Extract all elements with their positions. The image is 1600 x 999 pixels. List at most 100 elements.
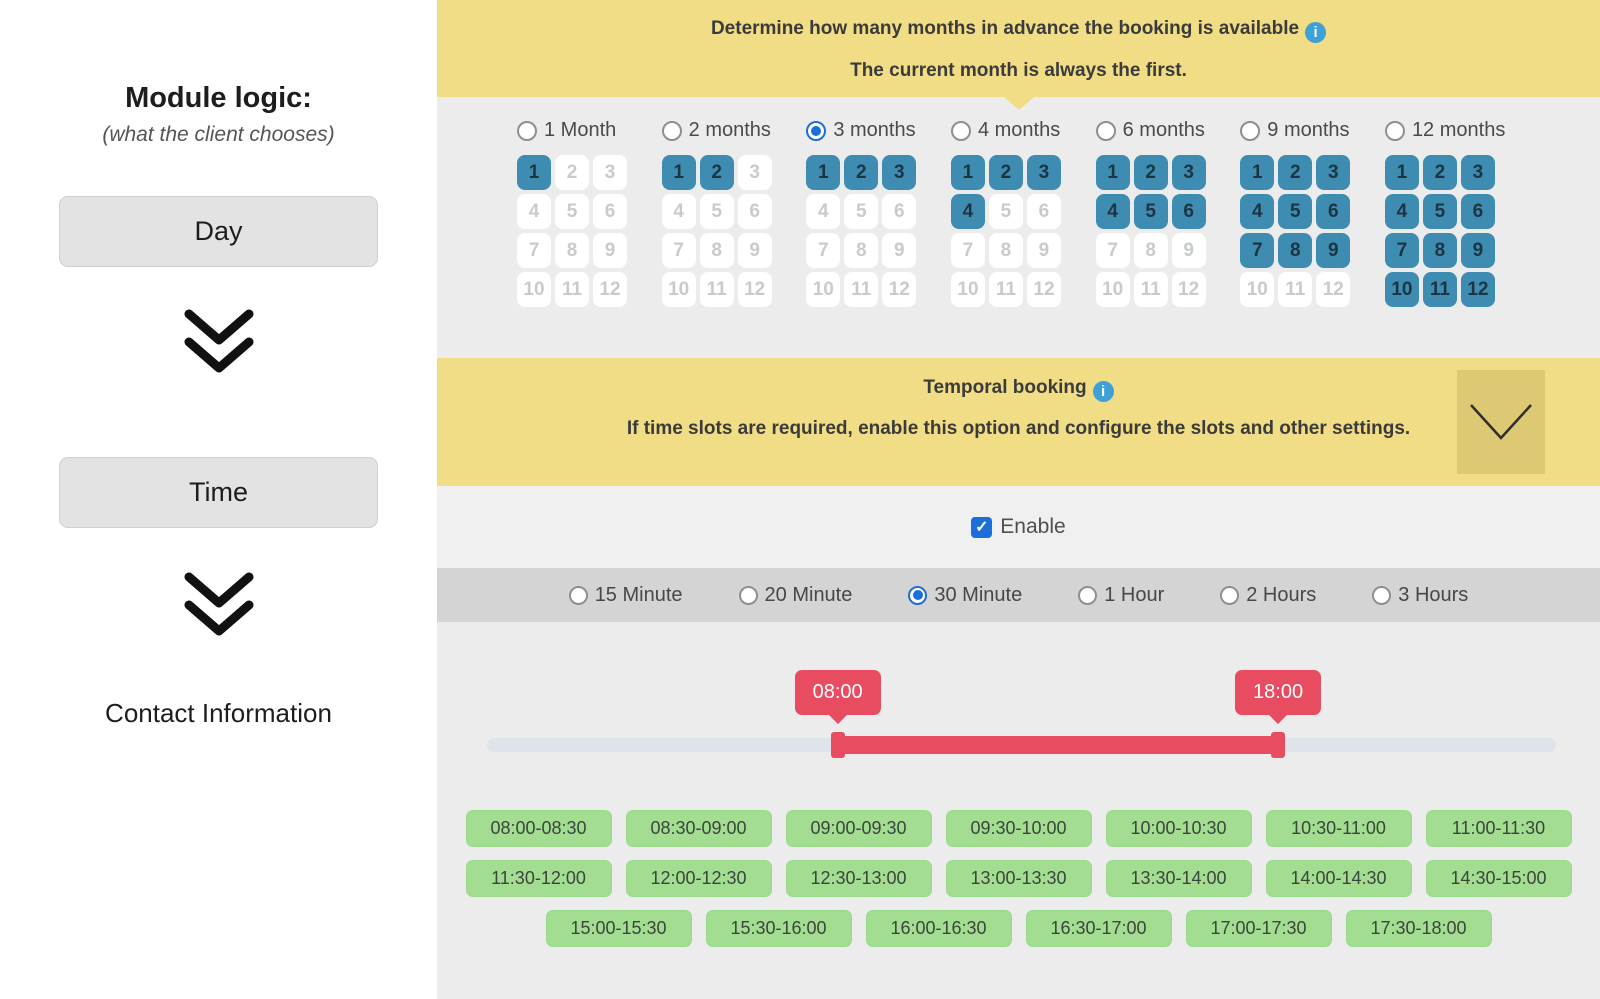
time-slot-chip[interactable]: 17:00-17:30 bbox=[1185, 910, 1332, 947]
month-option-3[interactable]: 3 months bbox=[806, 119, 918, 142]
time-slot-chip[interactable]: 14:30-15:00 bbox=[1425, 860, 1572, 897]
duration-option-15-minute[interactable]: 15 Minute bbox=[568, 584, 683, 607]
calendar-cell: 1 bbox=[661, 155, 696, 190]
booking-settings-content: Determine how many months in advance the… bbox=[437, 0, 1600, 999]
calendar-cell: 6 bbox=[882, 194, 917, 229]
calendar-cell: 5 bbox=[844, 194, 879, 229]
calendar-cell: 11 bbox=[1422, 272, 1457, 307]
calendar-cell: 12 bbox=[1026, 272, 1061, 307]
slider-end-handle[interactable] bbox=[1271, 732, 1286, 758]
time-slot-chip[interactable]: 16:00-16:30 bbox=[865, 910, 1012, 947]
calendar-cell: 4 bbox=[1095, 194, 1130, 229]
calendar-cell: 10 bbox=[517, 272, 551, 307]
time-slot-chip[interactable]: 10:00-10:30 bbox=[1105, 810, 1252, 847]
time-slot-chip[interactable]: 09:30-10:00 bbox=[945, 810, 1092, 847]
time-slot-chip[interactable]: 08:30-09:00 bbox=[625, 810, 772, 847]
time-slot-chip[interactable]: 13:30-14:00 bbox=[1105, 860, 1252, 897]
duration-option-3-hours-label: 3 Hours bbox=[1398, 583, 1469, 606]
calendar-cell: 9 bbox=[593, 233, 627, 268]
radio-icon bbox=[908, 585, 928, 605]
month-option-2[interactable]: 2 months bbox=[661, 119, 774, 142]
calendar-cell: 9 bbox=[1171, 233, 1206, 268]
time-slot-chip[interactable]: 11:30-12:00 bbox=[465, 860, 612, 897]
slider-end-tooltip[interactable]: 18:00 bbox=[1235, 670, 1322, 715]
month-option-6[interactable]: 6 months bbox=[1095, 119, 1208, 142]
month-option-4[interactable]: 4 months bbox=[950, 119, 1063, 142]
info-icon[interactable]: i bbox=[1092, 381, 1114, 402]
calendar-cell: 2 bbox=[1133, 155, 1168, 190]
time-slot-chip[interactable]: 08:00-08:30 bbox=[465, 810, 612, 847]
calendar-cell: 12 bbox=[882, 272, 917, 307]
time-slot-row: 11:30-12:00 12:00-12:30 12:30-13:00 13:00-1… bbox=[437, 860, 1600, 897]
time-slot-chip[interactable]: 17:30-18:00 bbox=[1345, 910, 1492, 947]
radio-icon bbox=[1240, 120, 1261, 141]
month-option-1[interactable]: 1 Month bbox=[517, 119, 629, 142]
time-slot-chip[interactable]: 13:00-13:30 bbox=[945, 860, 1092, 897]
enable-checkbox[interactable]: ✓ bbox=[971, 516, 993, 538]
calendar-cell: 10 bbox=[1240, 272, 1275, 307]
calendar-cell: 5 bbox=[1133, 194, 1168, 229]
calendar-cell: 4 bbox=[1384, 194, 1419, 229]
calendar-cell: 8 bbox=[1278, 233, 1313, 268]
time-slot-chip[interactable]: 09:00-09:30 bbox=[785, 810, 932, 847]
calendar-cell: 6 bbox=[1171, 194, 1206, 229]
slider-start-tooltip[interactable]: 08:00 bbox=[794, 670, 881, 715]
module-logic-sidebar: Module logic: (what the client chooses) … bbox=[0, 0, 437, 999]
calendar-cell: 3 bbox=[1171, 155, 1206, 190]
time-slot-chip[interactable]: 15:00-15:30 bbox=[545, 910, 692, 947]
calendar-cell: 2 bbox=[1278, 155, 1313, 190]
time-slot-chip[interactable]: 16:30-17:00 bbox=[1025, 910, 1172, 947]
calendar-cell: 10 bbox=[950, 272, 985, 307]
chevron-down-icon bbox=[1470, 404, 1532, 440]
advance-banner-line2: The current month is always the first. bbox=[850, 60, 1187, 81]
step-time-button[interactable]: Time bbox=[59, 457, 378, 528]
time-slot-chip[interactable]: 15:30-16:00 bbox=[705, 910, 852, 947]
time-slot-chip[interactable]: 14:00-14:30 bbox=[1265, 860, 1412, 897]
duration-option-30-minute[interactable]: 30 Minute bbox=[908, 584, 1022, 607]
duration-option-20-minute[interactable]: 20 Minute bbox=[738, 584, 852, 607]
calendar-cell: 3 bbox=[882, 155, 917, 190]
radio-icon bbox=[1372, 585, 1392, 605]
slider-selected-range[interactable] bbox=[837, 736, 1279, 754]
calendar-cell: 8 bbox=[699, 233, 734, 268]
calendar-cell: 11 bbox=[1278, 272, 1313, 307]
time-slot-chip[interactable]: 12:30-13:00 bbox=[785, 860, 932, 897]
advance-months-banner: Determine how many months in advance the… bbox=[437, 0, 1600, 110]
calendar-cell: 9 bbox=[882, 233, 917, 268]
radio-icon bbox=[738, 585, 758, 605]
month-option-12-label: 12 months bbox=[1411, 119, 1506, 141]
time-slot-chip[interactable]: 10:30-11:00 bbox=[1265, 810, 1412, 847]
collapse-section-button[interactable] bbox=[1457, 370, 1545, 474]
calendar-cell: 8 bbox=[555, 233, 589, 268]
calendar-cell: 7 bbox=[517, 233, 551, 268]
duration-option-1-hour[interactable]: 1 Hour bbox=[1078, 584, 1164, 607]
duration-option-2-hours[interactable]: 2 Hours bbox=[1220, 584, 1316, 607]
step-day-button[interactable]: Day bbox=[59, 196, 378, 267]
calendar-cell: 3 bbox=[1316, 155, 1351, 190]
time-slot-chip[interactable]: 12:00-12:30 bbox=[625, 860, 772, 897]
duration-option-3-hours[interactable]: 3 Hours bbox=[1372, 584, 1468, 607]
calendar-cell: 7 bbox=[661, 233, 696, 268]
time-slot-chip[interactable]: 11:00-11:30 bbox=[1425, 810, 1572, 847]
calendar-cell: 8 bbox=[1422, 233, 1457, 268]
time-range-slider: 08:00 18:00 bbox=[487, 622, 1556, 822]
month-option-9[interactable]: 9 months bbox=[1240, 119, 1352, 142]
time-slot-row: 15:00-15:30 15:30-16:00 16:00-16:30 16:30-1… bbox=[437, 910, 1600, 947]
month-option-12[interactable]: 12 months bbox=[1384, 119, 1505, 142]
calendar-cell: 11 bbox=[988, 272, 1023, 307]
enable-row: ✓ Enable bbox=[437, 486, 1600, 568]
info-icon[interactable]: i bbox=[1305, 22, 1327, 43]
slider-start-handle[interactable] bbox=[830, 732, 845, 758]
month-option-2-label: 2 months bbox=[688, 119, 771, 141]
calendar-cell: 1 bbox=[517, 155, 551, 190]
calendar-cell: 5 bbox=[1422, 194, 1457, 229]
calendar-cell: 2 bbox=[699, 155, 734, 190]
